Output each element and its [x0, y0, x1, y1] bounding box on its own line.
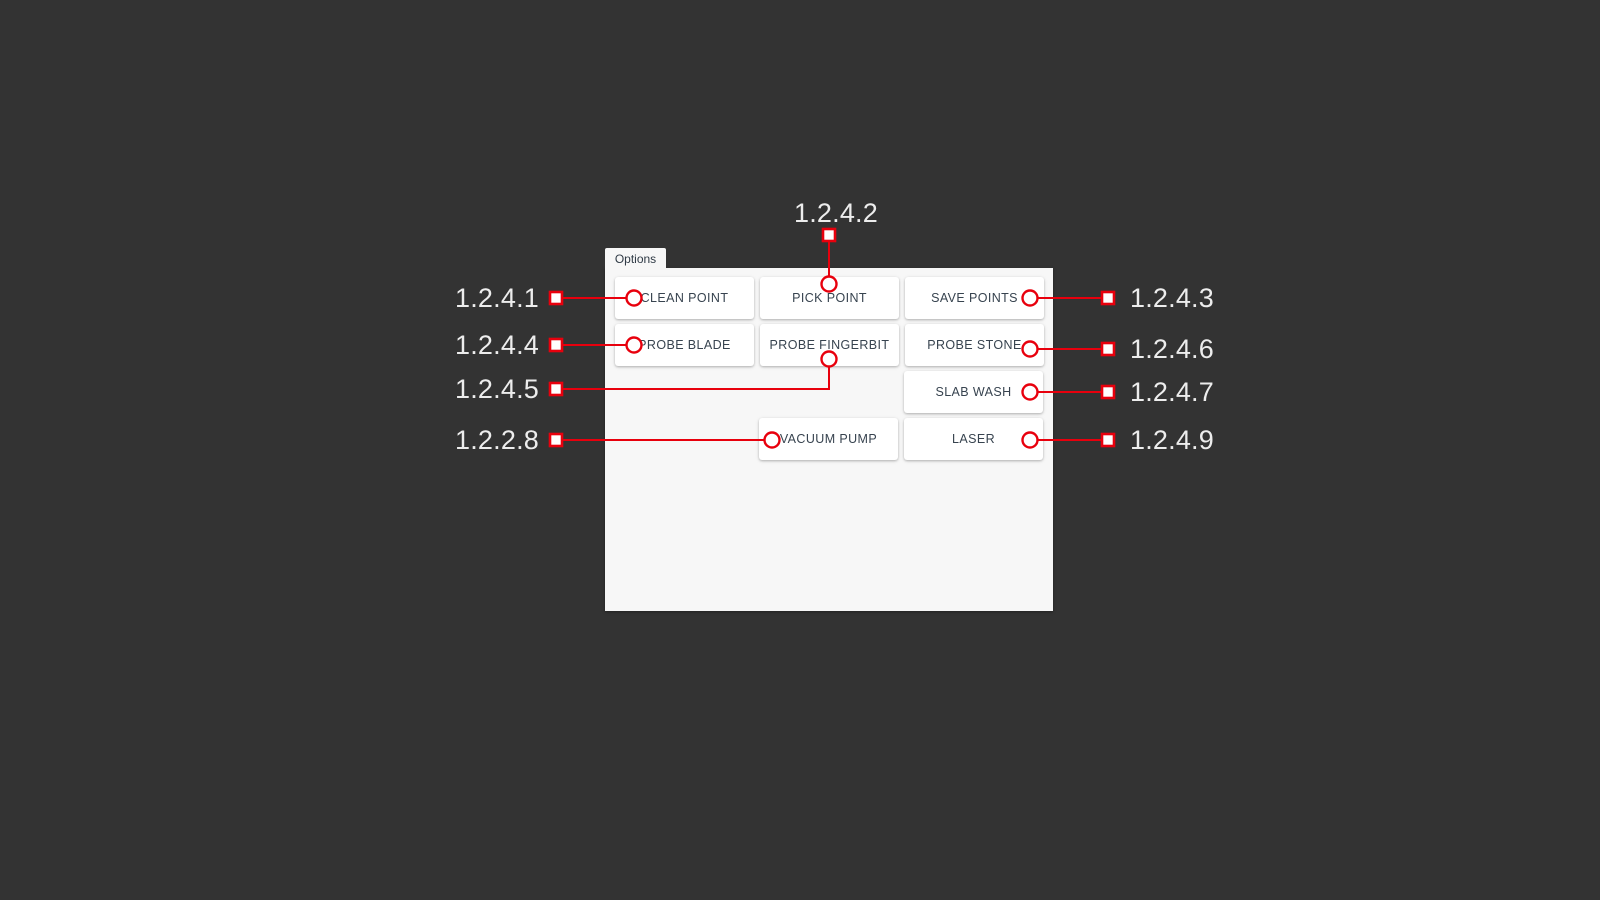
grid-cell: CLEAN POINT [615, 277, 754, 319]
probe-fingerbit-button[interactable]: PROBE FINGERBIT [760, 324, 899, 366]
clean-point-button[interactable]: CLEAN POINT [615, 277, 754, 319]
callout-label-right-4: 1.2.4.9 [1130, 425, 1214, 455]
callout-label-top: 1.2.4.2 [794, 198, 878, 228]
grid-cell: VACUUM PUMP [759, 418, 898, 460]
callout-label-right-3: 1.2.4.7 [1130, 377, 1214, 407]
callout-marker-square [548, 290, 564, 306]
grid-cell: PROBE FINGERBIT [760, 324, 899, 366]
tab-options[interactable]: Options [605, 248, 666, 269]
vacuum-pump-button[interactable]: VACUUM PUMP [759, 418, 898, 460]
button-row-1: CLEAN POINT PICK POINT SAVE POINTS [615, 277, 1044, 319]
callout-marker-square [548, 337, 564, 353]
callout-label-left-2: 1.2.4.4 [455, 330, 539, 360]
callout-label-left-4: 1.2.2.8 [455, 425, 539, 455]
callout-marker-square [548, 381, 564, 397]
grid-cell: PROBE BLADE [615, 324, 754, 366]
callout-marker-square [548, 432, 564, 448]
callout-marker-square [1100, 290, 1116, 306]
probe-blade-button[interactable]: PROBE BLADE [615, 324, 754, 366]
grid-cell: LASER [904, 418, 1043, 460]
callout-label-right-1: 1.2.4.3 [1130, 283, 1214, 313]
laser-button[interactable]: LASER [904, 418, 1043, 460]
probe-stone-button[interactable]: PROBE STONE [905, 324, 1044, 366]
options-button-grid: CLEAN POINT PICK POINT SAVE POINTS PROBE… [615, 277, 1044, 465]
callout-label-left-1: 1.2.4.1 [455, 283, 539, 313]
callout-label-left-3: 1.2.4.5 [455, 374, 539, 404]
slab-wash-button[interactable]: SLAB WASH [904, 371, 1043, 413]
grid-cell: PICK POINT [760, 277, 899, 319]
callout-marker-square [821, 227, 837, 243]
callout-marker-square [1100, 384, 1116, 400]
button-row-4: VACUUM PUMP LASER [615, 418, 1043, 460]
button-row-2: PROBE BLADE PROBE FINGERBIT PROBE STONE [615, 324, 1044, 366]
tab-options-label: Options [614, 251, 657, 266]
pick-point-button[interactable]: PICK POINT [760, 277, 899, 319]
save-points-button[interactable]: SAVE POINTS [905, 277, 1044, 319]
grid-cell: PROBE STONE [905, 324, 1044, 366]
callout-label-right-2: 1.2.4.6 [1130, 334, 1214, 364]
grid-cell: SLAB WASH [904, 371, 1043, 413]
options-panel: CLEAN POINT PICK POINT SAVE POINTS PROBE… [605, 268, 1053, 611]
callout-marker-square [1100, 432, 1116, 448]
callout-marker-square [1100, 341, 1116, 357]
button-row-3: SLAB WASH [615, 371, 1043, 413]
grid-cell: SAVE POINTS [905, 277, 1044, 319]
